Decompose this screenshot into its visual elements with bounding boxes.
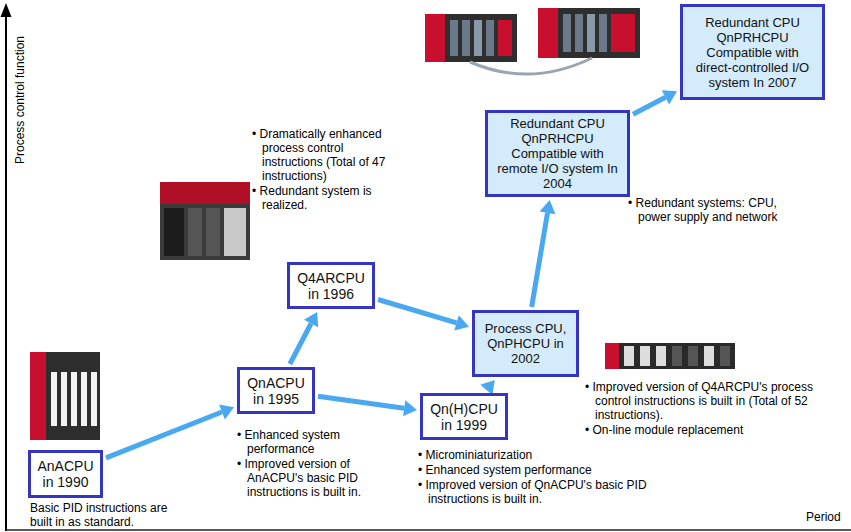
note-label: Period: [806, 510, 841, 524]
cpu-box: QnACPU in 1995: [237, 367, 315, 414]
box-text-group: Process CPU, QnPHCPU in 2002: [481, 321, 570, 366]
arrow-head: [219, 405, 234, 420]
feature-note: • Microminiaturization: [418, 448, 653, 462]
box-label: Redundant CPU QnPRHCPU Compatible with d…: [689, 15, 816, 90]
axis-label: Process control function: [13, 36, 27, 164]
arrow-head: [540, 200, 556, 214]
arrow-shaft: [633, 97, 665, 114]
feature-note: • Redundant systems: CPU, power supply a…: [628, 196, 798, 224]
box-text-group: QnACPU in 1995: [246, 375, 306, 407]
box-label: AnACPU in 1990: [37, 458, 94, 490]
feature-note: • Enhanced system performance: [418, 463, 653, 477]
box-text-group: Q4ARCPU in 1996: [296, 270, 366, 302]
evolution-arrow: [318, 396, 417, 416]
box-label: Process CPU, QnPHCPU in 2002: [481, 321, 570, 366]
box-label: Redundant CPU QnPRHCPU Compatible with r…: [494, 116, 621, 191]
plc-photo: [605, 343, 735, 369]
arrow-head: [454, 315, 469, 330]
feature-note: • Redundant system is realized.: [252, 184, 402, 212]
evolution-arrow: [378, 300, 469, 331]
box-label: QnACPU in 1995: [246, 375, 306, 407]
redundant-plc-photo: [425, 8, 640, 74]
cpu-box: Redundant CPU QnPRHCPU Compatible with d…: [680, 4, 825, 100]
box-text-group: Redundant CPU QnPRHCPU Compatible with d…: [689, 15, 816, 90]
box-text-group: Redundant CPU QnPRHCPU Compatible with r…: [494, 116, 621, 191]
arrow-shaft: [532, 213, 548, 307]
evolution-arrow: [532, 200, 556, 307]
note-label: Basic PID instructions are built in as s…: [30, 501, 180, 529]
arrow-shaft: [378, 300, 457, 323]
arrow-shaft: [318, 396, 404, 408]
plc-photo: [160, 182, 250, 260]
box-text-group: Qn(H)CPU in 1999: [429, 401, 499, 433]
feature-note: • On-line module replacement: [585, 423, 840, 437]
arrow-shaft: [290, 324, 311, 364]
feature-note: • Improved version of AnACPU's basic PID…: [237, 457, 367, 499]
plc-photo: [30, 352, 100, 440]
evolution-arrow: [106, 405, 234, 458]
box-label: Qn(H)CPU in 1999: [429, 401, 499, 433]
cpu-box: AnACPU in 1990: [28, 450, 103, 498]
feature-note: • Improved version of Q4ARCPU's process …: [585, 380, 840, 422]
cpu-box: Q4ARCPU in 1996: [287, 262, 375, 309]
box-text-group: AnACPU in 1990: [37, 458, 94, 490]
arrow-shaft: [106, 412, 222, 458]
box-label: Q4ARCPU in 1996: [296, 270, 366, 302]
arrow-head: [662, 90, 677, 104]
feature-note: • Improved version of QnACPU's basic PID…: [418, 478, 653, 506]
arrow-head: [403, 400, 417, 416]
feature-note: • Dramatically enhanced process control …: [252, 127, 402, 183]
cpu-box: Qn(H)CPU in 1999: [420, 393, 508, 440]
evolution-arrow: [290, 312, 318, 364]
evolution-arrow: [633, 90, 677, 114]
feature-note: • Enhanced system performance: [237, 428, 367, 456]
cpu-box: Redundant CPU QnPRHCPU Compatible with r…: [485, 110, 630, 197]
arrow-head: [304, 312, 318, 327]
axes: [1, 3, 851, 531]
cpu-box: Process CPU, QnPHCPU in 2002: [472, 310, 579, 377]
